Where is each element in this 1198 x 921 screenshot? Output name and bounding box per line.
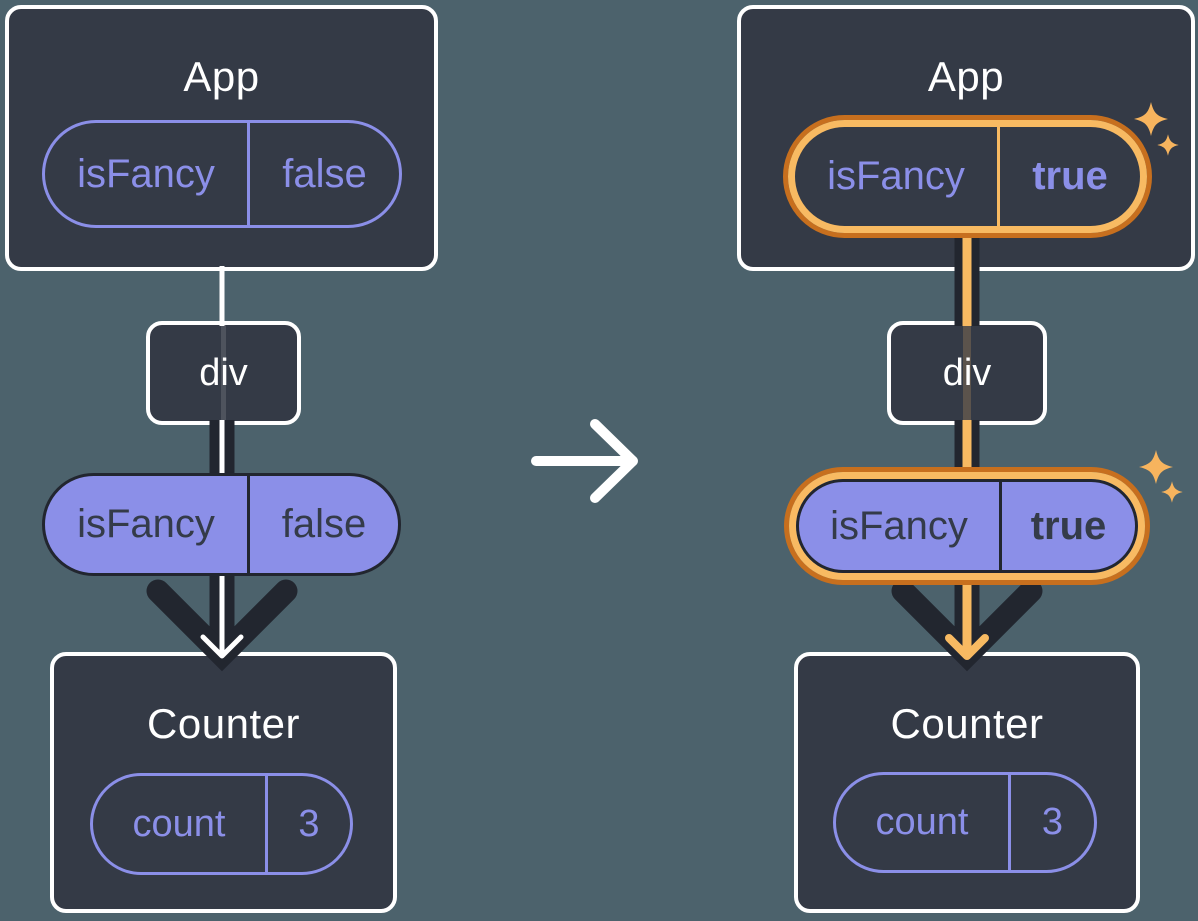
prop-pill-passed-after-highlighted: isFancy true bbox=[784, 467, 1150, 585]
component-title: div bbox=[199, 351, 248, 394]
prop-value: true bbox=[999, 482, 1135, 570]
component-title: App bbox=[927, 53, 1005, 100]
div-component-card-before: div bbox=[146, 321, 301, 425]
state-pill-counter-after: count 3 bbox=[833, 772, 1097, 873]
sparkles-icon bbox=[1139, 450, 1183, 503]
app-component-card-after: App bbox=[737, 5, 1195, 271]
arrow-down-chevron bbox=[891, 579, 1043, 672]
sparkle-icon-small bbox=[1157, 134, 1179, 156]
sparkle-icon-large bbox=[1134, 102, 1168, 136]
prop-value: false bbox=[247, 476, 398, 573]
arrow-right-icon bbox=[590, 419, 638, 503]
div-component-card-after: div bbox=[887, 321, 1047, 425]
arrow-down-icon bbox=[945, 634, 989, 660]
state-value: 3 bbox=[265, 776, 350, 872]
state-key: count bbox=[875, 801, 969, 843]
component-title: Counter bbox=[147, 700, 300, 747]
component-title: Counter bbox=[890, 700, 1044, 747]
counter-component-card-before: Counter bbox=[50, 652, 397, 913]
prop-key: isFancy bbox=[77, 151, 215, 196]
app-component-card-before: App bbox=[5, 5, 438, 271]
prop-pill-app-after-highlighted: isFancy true bbox=[783, 115, 1152, 238]
sparkle-icon-small bbox=[1161, 481, 1183, 503]
prop-value: true bbox=[997, 127, 1140, 226]
ghost-flow-line bbox=[221, 325, 226, 421]
arrow-down-chevron bbox=[146, 579, 298, 672]
component-title: App bbox=[183, 53, 260, 100]
state-value: 3 bbox=[1008, 775, 1094, 870]
prop-pill-passed-before: isFancy false bbox=[42, 473, 401, 576]
state-key: count bbox=[132, 802, 226, 845]
counter-component-card-after: Counter bbox=[794, 652, 1140, 913]
arrow-down-icon bbox=[200, 634, 244, 659]
component-title: div bbox=[942, 351, 992, 394]
ghost-flow-line bbox=[963, 325, 971, 421]
sparkles-icon bbox=[1134, 102, 1179, 156]
state-pill-counter-before: count 3 bbox=[90, 773, 353, 875]
sparkle-icon-large bbox=[1139, 450, 1173, 484]
prop-key: isFancy bbox=[827, 154, 965, 198]
prop-value: false bbox=[247, 123, 399, 225]
prop-pill-app-before: isFancy false bbox=[42, 120, 402, 228]
prop-key: isFancy bbox=[830, 503, 968, 548]
prop-key: isFancy bbox=[77, 502, 215, 546]
